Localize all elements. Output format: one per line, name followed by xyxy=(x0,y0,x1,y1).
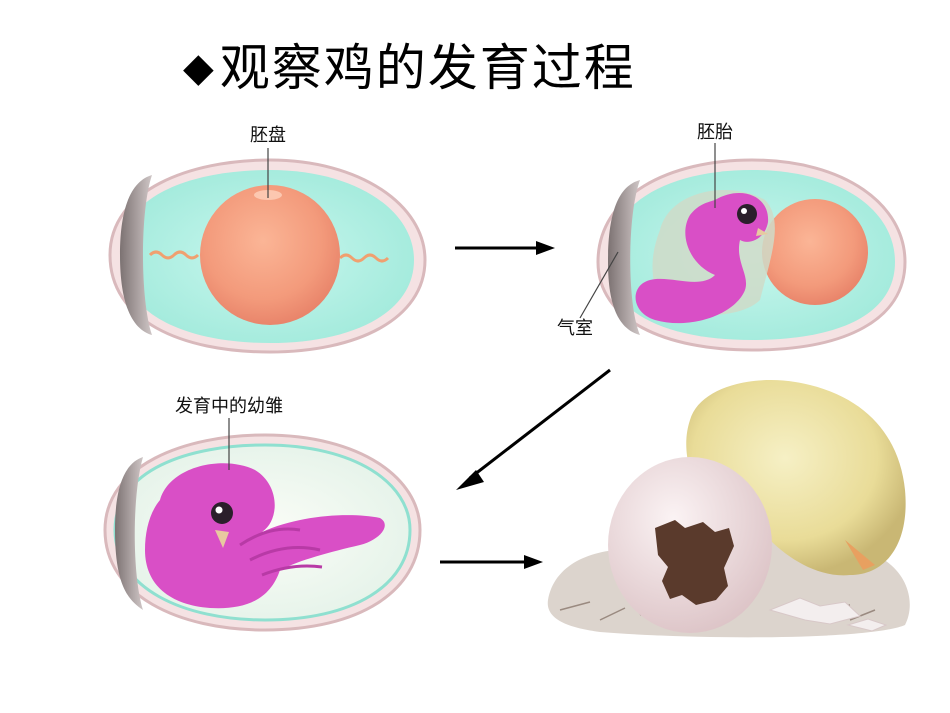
label-developing-chick: 发育中的幼雏 xyxy=(175,396,283,417)
yolk-2 xyxy=(762,199,868,305)
embryo-body xyxy=(635,193,769,324)
label-embryo: 胚胎 xyxy=(697,122,733,143)
air-cell-1 xyxy=(120,175,152,335)
chalaza-left xyxy=(148,250,200,260)
air-cell-2 xyxy=(608,180,640,335)
page-title: ◆观察鸡的发育过程 xyxy=(183,28,636,100)
egg-stage-2: 胚胎 气室 xyxy=(557,122,907,352)
hatched-chick xyxy=(686,380,906,576)
yolk-1 xyxy=(200,185,340,325)
arrow-right-1-icon xyxy=(455,241,555,255)
shell-fragment-1 xyxy=(768,597,862,625)
egg-stage-3: 发育中的幼雏 xyxy=(103,396,422,632)
chick-beak xyxy=(845,540,875,570)
chick-eye xyxy=(211,502,233,524)
shell-crack-hole xyxy=(655,520,734,605)
label-embryo-disc: 胚盘 xyxy=(250,125,286,146)
hatched-chick-scene xyxy=(547,380,910,638)
developing-chick-body xyxy=(145,463,385,609)
arrow-down-left-icon xyxy=(456,368,611,490)
diamond-bullet-icon: ◆ xyxy=(183,45,216,91)
label-air-cell: 气室 xyxy=(557,318,593,339)
embryo-eye xyxy=(737,204,757,224)
chalaza-right xyxy=(338,253,390,263)
shell-fragment-2 xyxy=(846,618,888,632)
arrow-right-2-icon xyxy=(440,555,543,569)
egg-stage-1: 胚盘 xyxy=(108,125,427,354)
air-cell-3 xyxy=(115,457,143,610)
title-text: 观察鸡的发育过程 xyxy=(219,39,636,97)
